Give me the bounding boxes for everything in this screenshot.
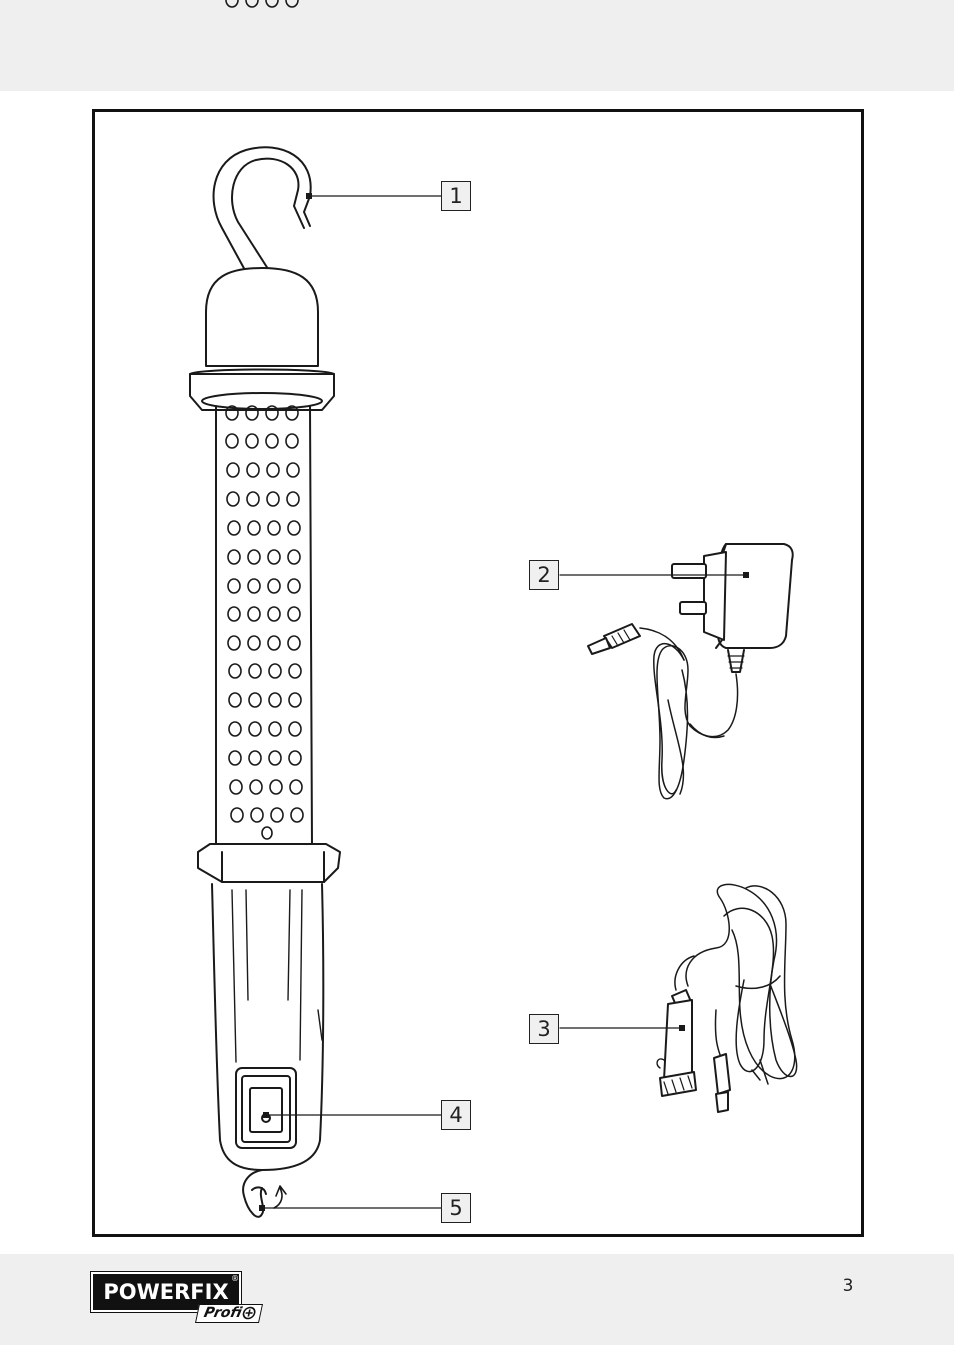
lamp-dome: [206, 268, 318, 366]
switch-housing: [236, 1068, 296, 1148]
brand-sub: Profi: [202, 1305, 243, 1321]
mains-adapter: [588, 544, 793, 799]
car-adapter: [657, 884, 797, 1112]
callout-2: 2: [529, 560, 559, 590]
callout-4: 4: [441, 1100, 471, 1130]
brand-logo-sub: Profi: [195, 1304, 263, 1323]
led-array: [226, 0, 303, 839]
brand-logo: POWERFIX ® Profi: [93, 1274, 265, 1326]
page-number: 3: [836, 1276, 860, 1296]
callout-3: 3: [529, 1014, 559, 1044]
registered-mark: ®: [231, 1274, 239, 1283]
work-light: [190, 0, 340, 1217]
led-tube: [216, 406, 312, 848]
plus-circle-icon: [241, 1306, 258, 1320]
hex-nut: [198, 844, 340, 882]
callout-5: 5: [441, 1193, 471, 1223]
callout-1: 1: [441, 181, 471, 211]
